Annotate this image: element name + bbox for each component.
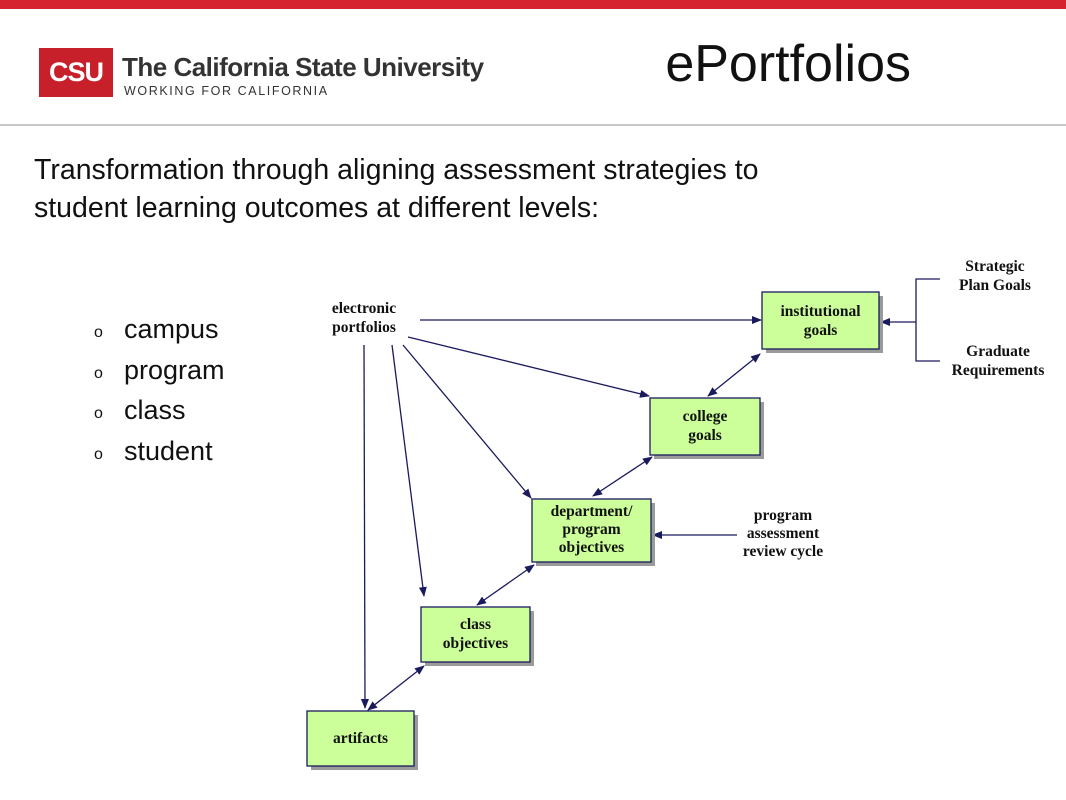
list-item-label: student (124, 435, 213, 466)
list-item-label: class (124, 395, 186, 425)
bullet-marker: o (94, 364, 103, 382)
university-tagline: WORKING FOR CALIFORNIA (124, 84, 329, 98)
label-text: assessment (747, 525, 820, 542)
list-item-label: program (124, 354, 225, 385)
label-electronic-portfolios: electronic portfolios (332, 300, 396, 336)
box-text: goals (804, 322, 838, 339)
list-item: o campus (94, 311, 225, 352)
box-text: department/ (551, 503, 633, 520)
label-text: portfolios (332, 319, 396, 336)
label-text: electronic (332, 300, 396, 317)
subtitle-line-1: Transformation through aligning assessme… (34, 154, 759, 186)
list-item: o student (94, 433, 225, 474)
level-list: o campus o program o class o student (94, 311, 225, 473)
list-item-label: campus (124, 314, 219, 344)
label-text: Graduate (966, 343, 1030, 360)
bullet-marker: o (94, 405, 103, 422)
box-text: objectives (443, 635, 508, 652)
header-divider (0, 124, 1066, 126)
box-college-goals: college goals (649, 397, 764, 459)
arrow-college-department (592, 456, 653, 497)
arrow-portfolios-to-class (391, 344, 427, 597)
arrow-portfolios-to-department (402, 344, 532, 499)
university-name: The California State University (122, 52, 484, 82)
bracket-strategic-graduate (915, 278, 940, 362)
label-text: Strategic (965, 258, 1025, 275)
arrow-institutional-college (707, 353, 761, 397)
box-text: objectives (559, 539, 624, 556)
label-text: review cycle (743, 543, 823, 560)
label-text: Requirements (952, 362, 1045, 379)
label-text: program (754, 507, 812, 524)
slide-title: ePortfolios (665, 35, 911, 93)
box-class-objectives: class objectives (420, 606, 534, 666)
top-accent-bar (0, 0, 1066, 9)
label-text: Plan Goals (959, 277, 1031, 294)
box-text: goals (688, 427, 722, 444)
slide-subtitle: Transformation through aligning assessme… (34, 151, 934, 227)
label-strategic-plan-goals: Strategic Plan Goals (959, 258, 1031, 294)
arrow-class-artifacts (367, 665, 425, 711)
bullet-marker: o (94, 445, 103, 463)
box-text: college (683, 408, 728, 425)
label-program-review-cycle: program assessment review cycle (743, 507, 823, 560)
list-item: o program (94, 352, 225, 393)
label-graduate-requirements: Graduate Requirements (952, 343, 1045, 379)
arrow-portfolios-to-college (407, 336, 650, 398)
box-text: artifacts (333, 730, 388, 747)
box-institutional-goals: institutional goals (761, 291, 883, 353)
box-text: program (562, 521, 620, 538)
box-text: institutional (780, 303, 861, 320)
arrow-portfolios-to-artifacts (360, 344, 369, 709)
box-text: class (460, 616, 491, 633)
csu-logo: CSU The California State University WORK… (39, 48, 484, 100)
list-item: o class (94, 392, 225, 433)
csu-logo-mark: CSU (39, 48, 113, 97)
box-department-objectives: department/ program objectives (531, 498, 655, 566)
bullet-marker: o (94, 324, 103, 341)
box-artifacts: artifacts (306, 710, 418, 770)
diagram-connectors (360, 278, 940, 711)
subtitle-line-2: student learning outcomes at different l… (34, 192, 600, 224)
arrow-department-class (476, 564, 535, 606)
